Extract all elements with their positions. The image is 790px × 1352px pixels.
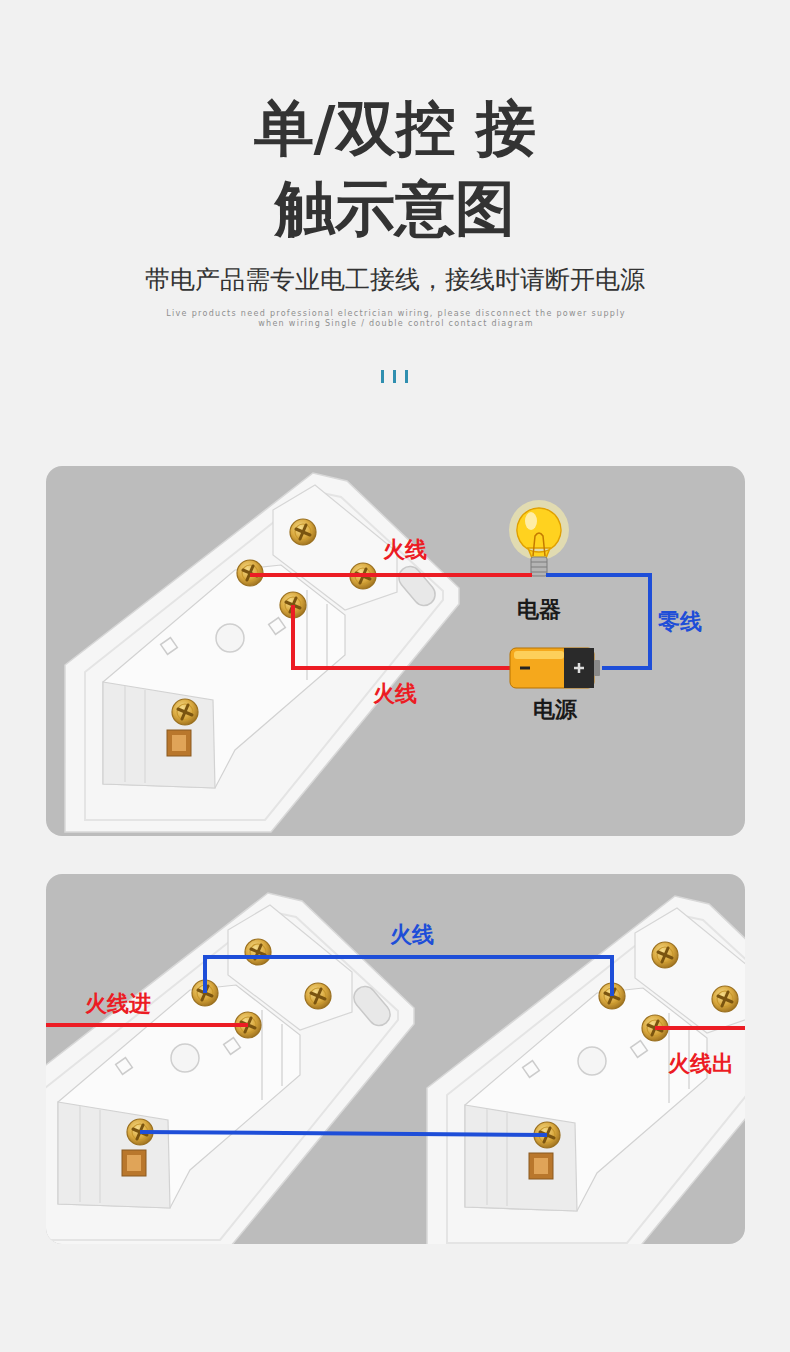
icon-part — [594, 660, 600, 676]
illustration-part — [140, 1132, 547, 1135]
icon-part — [508, 573, 532, 577]
english-note: Live products need professional electric… — [166, 309, 626, 329]
icon — [508, 500, 570, 592]
node-caption: 电源 — [533, 696, 577, 724]
node-caption: 电器 — [517, 596, 561, 624]
wire-label: 火线进 — [85, 990, 151, 1018]
icon-part — [531, 562, 547, 572]
title-text: 单/双控 接触示意图 — [225, 88, 565, 248]
icon-part — [510, 648, 594, 688]
icon-part — [509, 500, 569, 560]
single-switch — [65, 473, 459, 832]
icon-part — [574, 663, 584, 673]
icon-part — [546, 573, 570, 577]
icon-part — [520, 667, 530, 670]
icon-part — [514, 651, 564, 659]
icon-part — [517, 508, 561, 558]
wire-label: 火线 — [383, 536, 427, 564]
panel-ground — [46, 466, 745, 836]
icon-part — [564, 648, 594, 688]
icon-part — [533, 533, 545, 556]
icon — [508, 640, 602, 692]
power-source-battery: 电源 — [508, 640, 602, 724]
illustration-part — [381, 370, 384, 383]
wire-label: 火线出 — [668, 1050, 734, 1078]
illustration-part — [427, 896, 745, 1244]
wires — [46, 575, 745, 1135]
illustration-part — [65, 473, 459, 832]
section-divider — [381, 370, 408, 383]
wire-label: 火线 — [390, 921, 434, 949]
safety-note: 带电产品需专业电工接线，接线时请断开电源 — [0, 264, 790, 295]
icon-part — [531, 557, 547, 576]
illustration-part — [46, 1023, 248, 1027]
illustration-part — [405, 370, 408, 383]
illustration-part — [293, 605, 510, 668]
double-switches — [46, 893, 745, 1244]
illustration-part — [250, 573, 508, 577]
icon-part — [525, 512, 537, 530]
wire-label: 零线 — [658, 608, 702, 636]
illustration-part — [46, 893, 414, 1244]
wire-label: 火线 — [373, 680, 417, 708]
illustration-part — [655, 1026, 745, 1030]
illustration-part — [393, 370, 396, 383]
appliance-bulb: 电器 — [508, 500, 570, 624]
illustration-part — [205, 957, 612, 996]
